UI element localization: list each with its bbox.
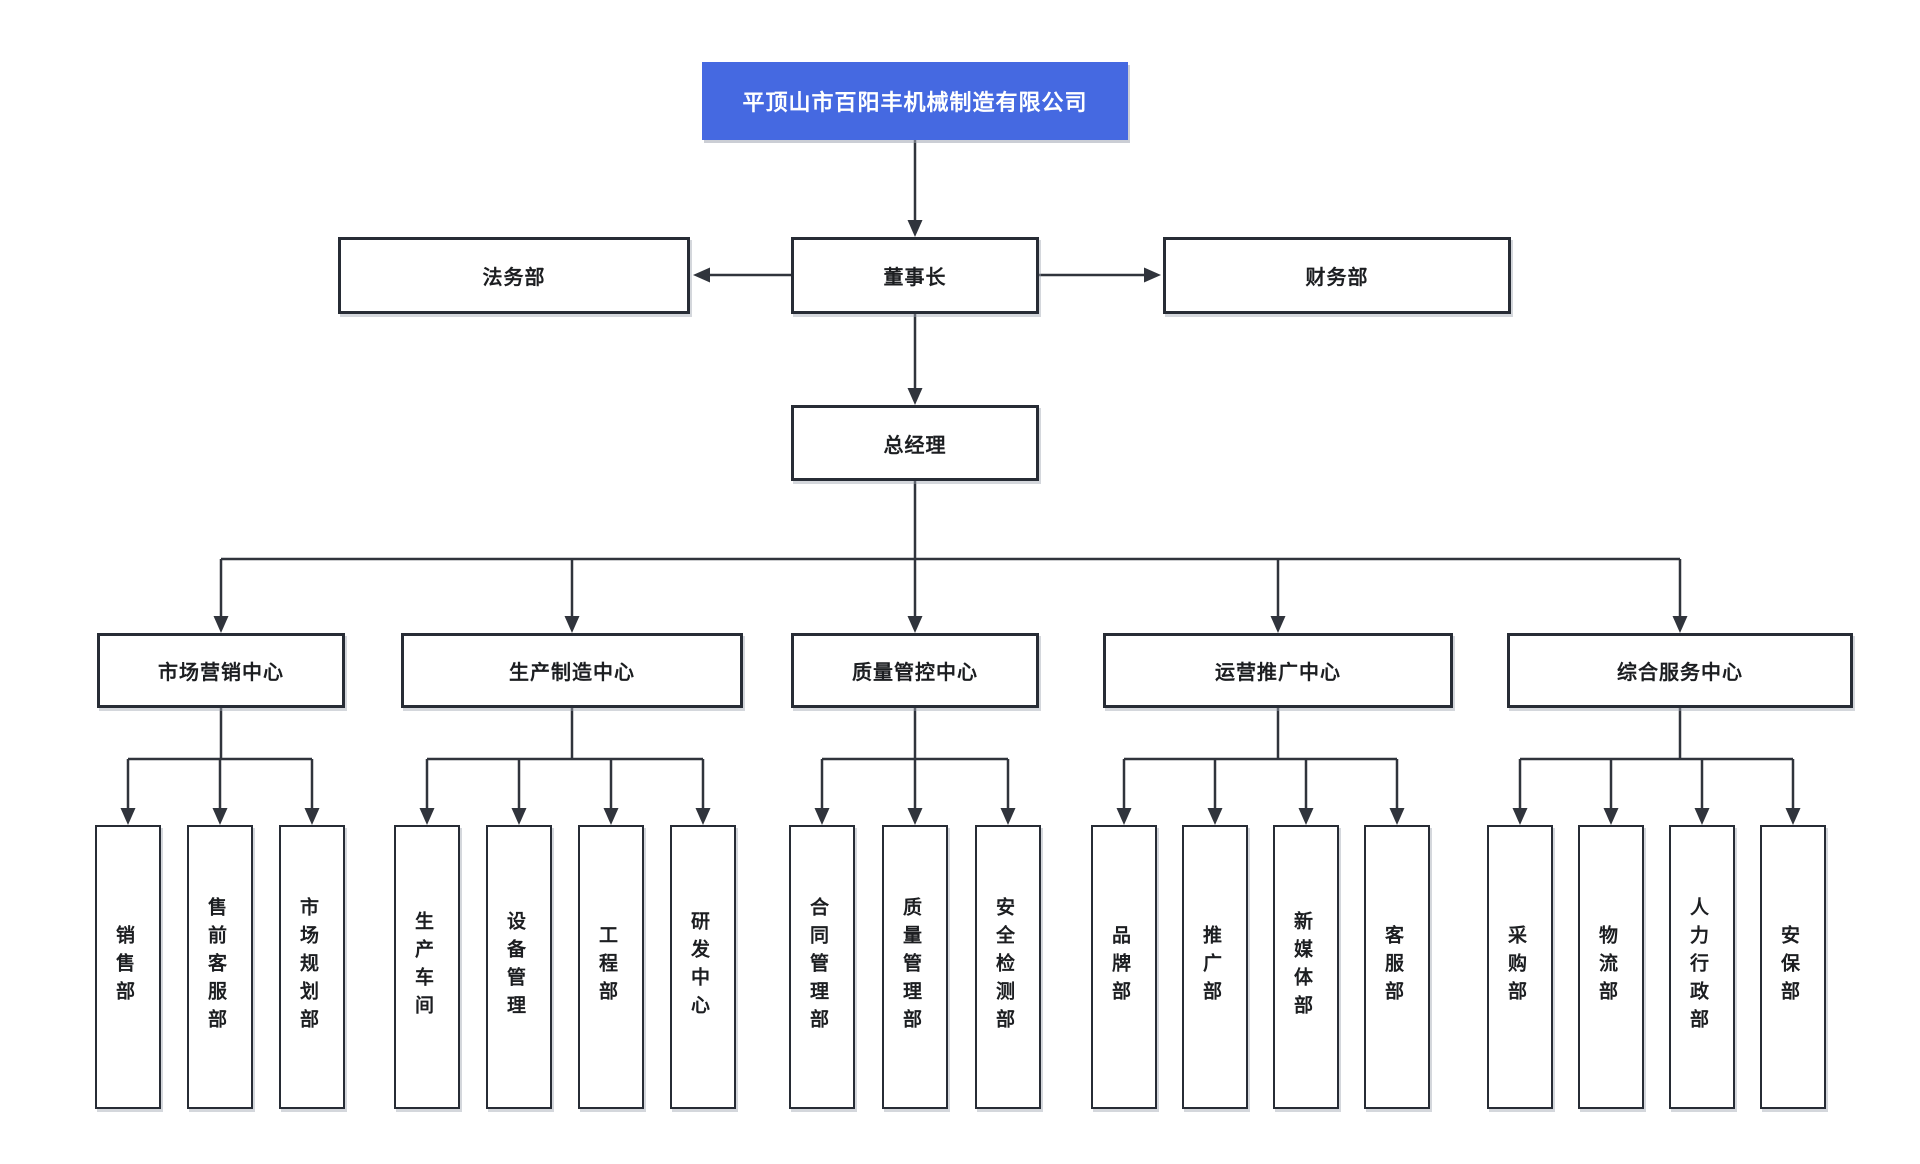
dept-label: 市场规划部: [297, 897, 318, 1037]
node-dept: 工程部: [578, 825, 644, 1109]
node-dept: 设备管理: [486, 825, 552, 1109]
node-label: 质量管控中心: [852, 662, 978, 684]
dept-label: 安全检测部: [993, 897, 1014, 1037]
node-label: 总经理: [883, 434, 947, 457]
dept-label: 质量管理部: [900, 897, 921, 1037]
node-general-manager: 总经理: [791, 405, 1039, 481]
dept-label: 安保部: [1778, 925, 1799, 1009]
node-dept: 合同管理部: [789, 825, 855, 1109]
node-center-services: 综合服务中心: [1507, 633, 1853, 708]
node-center-marketing: 市场营销中心: [97, 633, 345, 708]
node-center-quality: 质量管控中心: [791, 633, 1039, 708]
node-label: 运营推广中心: [1215, 662, 1341, 684]
node-center-operations: 运营推广中心: [1103, 633, 1453, 708]
node-dept: 市场规划部: [279, 825, 345, 1109]
node-legal-dept: 法务部: [338, 237, 690, 314]
node-dept: 采购部: [1487, 825, 1553, 1109]
node-dept: 品牌部: [1091, 825, 1157, 1109]
dept-label: 工程部: [596, 925, 617, 1009]
node-label: 市场营销中心: [158, 662, 284, 684]
dept-label: 客服部: [1382, 925, 1403, 1009]
dept-label: 新媒体部: [1291, 911, 1312, 1023]
node-dept: 新媒体部: [1273, 825, 1339, 1109]
dept-label: 生产车间: [412, 911, 433, 1023]
dept-label: 售前客服部: [205, 897, 226, 1037]
node-center-manufacturing: 生产制造中心: [401, 633, 743, 708]
dept-label: 人力行政部: [1687, 897, 1708, 1037]
node-dept: 研发中心: [670, 825, 736, 1109]
node-label: 生产制造中心: [509, 662, 635, 684]
node-dept: 推广部: [1182, 825, 1248, 1109]
dept-label: 销售部: [113, 925, 134, 1009]
node-dept: 安保部: [1760, 825, 1826, 1109]
node-dept: 安全检测部: [975, 825, 1041, 1109]
node-dept: 质量管理部: [882, 825, 948, 1109]
dept-label: 设备管理: [504, 911, 525, 1023]
node-label: 财务部: [1305, 267, 1369, 289]
node-label: 法务部: [482, 267, 546, 289]
dept-label: 物流部: [1596, 925, 1617, 1009]
node-dept: 人力行政部: [1669, 825, 1735, 1109]
dept-label: 品牌部: [1109, 925, 1130, 1009]
node-dept: 生产车间: [394, 825, 460, 1109]
dept-label: 采购部: [1505, 925, 1526, 1009]
node-label: 董事长: [883, 267, 947, 289]
dept-label: 合同管理部: [807, 897, 828, 1037]
node-dept: 物流部: [1578, 825, 1644, 1109]
company-title: 平顶山市百阳丰机械制造有限公司: [742, 90, 1088, 115]
node-dept: 销售部: [95, 825, 161, 1109]
node-chairman: 董事长: [791, 237, 1039, 314]
dept-label: 研发中心: [688, 911, 709, 1023]
node-label: 综合服务中心: [1617, 662, 1743, 684]
node-dept: 售前客服部: [187, 825, 253, 1109]
node-dept: 客服部: [1364, 825, 1430, 1109]
node-finance-dept: 财务部: [1163, 237, 1511, 314]
node-company-root: 平顶山市百阳丰机械制造有限公司: [702, 62, 1128, 140]
dept-label: 推广部: [1200, 925, 1221, 1009]
